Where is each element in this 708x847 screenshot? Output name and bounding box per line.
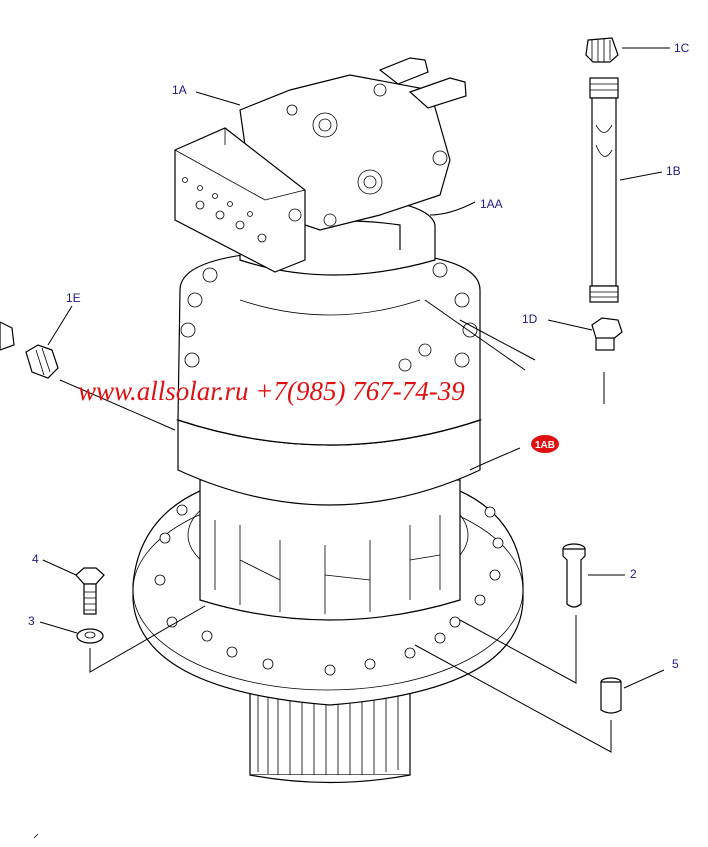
- callout-3: 3: [28, 614, 35, 628]
- leader-1AA: [429, 201, 476, 216]
- badge-1AB: 1AB: [469, 435, 559, 471]
- callout-5: 5: [672, 657, 679, 671]
- leader-1D-tube: [424, 299, 536, 371]
- part-4-bolt: 4: [32, 552, 105, 615]
- part-1B-tube: 1B: [589, 77, 681, 303]
- callout-1AB: 1AB: [535, 440, 555, 451]
- callout-1B: 1B: [666, 164, 681, 178]
- corner-mark: [33, 833, 39, 839]
- callout-1D: 1D: [522, 312, 538, 326]
- callout-1C: 1C: [674, 41, 690, 55]
- part-5-plug: 5: [414, 644, 679, 753]
- callout-4: 4: [32, 552, 39, 566]
- part-1C-cap: 1C: [585, 37, 690, 63]
- valve-side-plate: [174, 127, 306, 273]
- callout-1A: 1A: [172, 83, 187, 97]
- part-1D-fitting: 1D: [522, 312, 623, 351]
- part-1E-fitting: 1E: [0, 291, 176, 431]
- part-2-pin: 2: [459, 543, 637, 684]
- callout-2: 2: [630, 567, 637, 581]
- leader-1A: [195, 91, 241, 106]
- motor-body: [177, 249, 481, 446]
- callout-1E: 1E: [66, 291, 81, 305]
- part-3-washer: 3: [28, 605, 206, 673]
- swing-motor-assembly: 1A 1AA: [132, 57, 524, 784]
- watermark-text: www.allsolar.ru +7(985) 767-74-39: [78, 376, 465, 406]
- reduction-housing: [199, 479, 461, 621]
- callout-1AA: 1AA: [480, 197, 503, 211]
